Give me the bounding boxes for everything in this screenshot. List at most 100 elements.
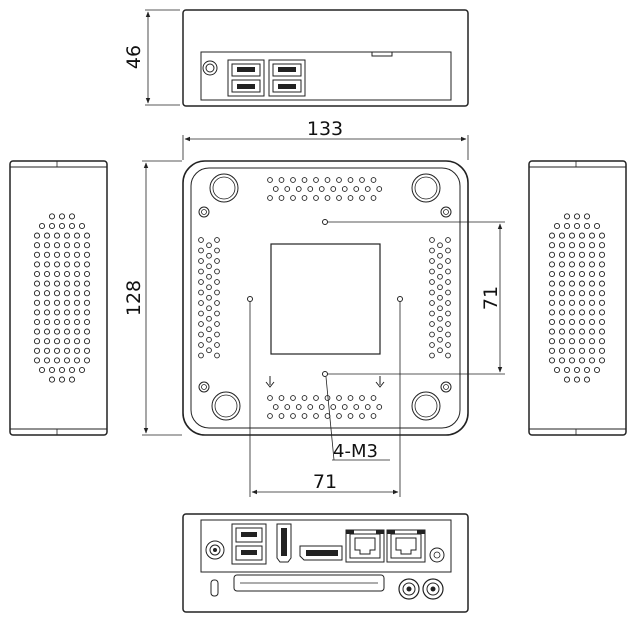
vent-hole (63, 280, 71, 287)
right-side-view (528, 160, 627, 436)
corner-screws (198, 206, 452, 393)
front-usb-block-right (268, 59, 306, 97)
vent-hole (33, 280, 41, 287)
vent-hole (43, 318, 51, 326)
vent-hole (578, 242, 586, 249)
vent-hole (83, 357, 91, 364)
m3-leader-line (325, 376, 335, 461)
vent-hole (63, 328, 71, 335)
vent-hole (370, 395, 377, 401)
vent-hole (598, 280, 606, 287)
vent-hole (376, 186, 383, 192)
vent-hole (347, 395, 354, 401)
vent-hole (278, 177, 285, 183)
left-side-outline (9, 160, 108, 436)
vent-hole (43, 280, 51, 287)
vent-hole (548, 242, 556, 249)
vent-hole (583, 213, 591, 220)
vent-hole (83, 328, 91, 335)
vent-hole (83, 299, 91, 306)
vent-hole (598, 242, 606, 249)
vent-hole (445, 258, 451, 264)
vent-hole (336, 195, 342, 201)
vent-hole (558, 309, 566, 316)
vent-hole (43, 328, 51, 335)
vent-hole (198, 279, 204, 285)
vent-hole (53, 232, 61, 239)
vent-hole (43, 309, 51, 316)
vent-hole (43, 261, 51, 268)
vent-hole (347, 177, 354, 183)
vent-hole (578, 309, 586, 316)
displayport-icon (299, 545, 343, 561)
vent-hole (53, 280, 61, 287)
vent-hole (198, 321, 204, 327)
vent-hole (437, 305, 443, 312)
vent-hole (198, 331, 204, 338)
vent-hole (445, 300, 451, 306)
vent-hole (58, 366, 66, 374)
center-recess (270, 243, 381, 355)
vent-hole (295, 404, 302, 410)
vent-hole (214, 342, 220, 348)
vent-hole (588, 270, 596, 278)
vent-hole (318, 404, 325, 410)
vent-hole (548, 309, 556, 316)
vent-hole (445, 237, 451, 243)
vent-hole (364, 404, 371, 410)
vent-hole (588, 280, 596, 287)
vent-hole (63, 357, 71, 364)
vent-hole (48, 366, 56, 374)
vent-hole (429, 342, 435, 348)
vent-hole (267, 395, 273, 401)
vent-hole (73, 290, 81, 297)
vent-hole (568, 280, 576, 287)
vent-hole (558, 251, 566, 258)
vent-hole (33, 232, 41, 239)
mounting-hole (247, 296, 253, 302)
horizontal-hole-spacing-label: 71 (313, 471, 337, 493)
front-view: 46 (123, 9, 469, 107)
front-slot (371, 51, 393, 57)
vent-hole (429, 352, 435, 359)
vent-hole (73, 309, 81, 316)
vent-hole (598, 270, 606, 278)
vent-hole (583, 222, 591, 230)
vent-hole (558, 232, 566, 239)
mounting-hole (322, 371, 328, 377)
vent-hole (548, 261, 556, 268)
vent-hole (353, 404, 360, 410)
vent-hole (558, 328, 566, 335)
bottom-view: 133 128 (123, 118, 505, 497)
vent-hole (33, 318, 41, 326)
vent-hole (278, 413, 285, 419)
antenna-connector-icon (398, 578, 420, 600)
vent-hole (43, 347, 51, 354)
vent-hole (548, 357, 556, 364)
vent-hole (198, 258, 204, 264)
vent-hole (33, 242, 41, 249)
vent-hole (558, 261, 566, 268)
vent-hole (73, 242, 81, 249)
vent-hole (330, 186, 337, 192)
vent-hole (198, 352, 204, 359)
vent-hole (53, 270, 61, 278)
vent-hole (588, 242, 596, 249)
vent-hole (206, 273, 212, 280)
rubber-feet (209, 173, 441, 421)
vent-hole (558, 242, 566, 249)
vent-hole (553, 366, 561, 374)
vent-hole (214, 268, 220, 275)
vent-hole (301, 195, 308, 201)
power-button-icon (202, 60, 218, 76)
vent-hole (68, 222, 76, 230)
vent-hole (68, 366, 76, 374)
vent-hole (214, 258, 220, 264)
vent-hole (558, 270, 566, 278)
vent-hole (214, 247, 220, 254)
vent-hole (353, 186, 360, 192)
vent-hole (38, 222, 46, 230)
vent-hole (429, 247, 435, 254)
vent-hole (33, 270, 41, 278)
vent-hole (573, 376, 581, 383)
